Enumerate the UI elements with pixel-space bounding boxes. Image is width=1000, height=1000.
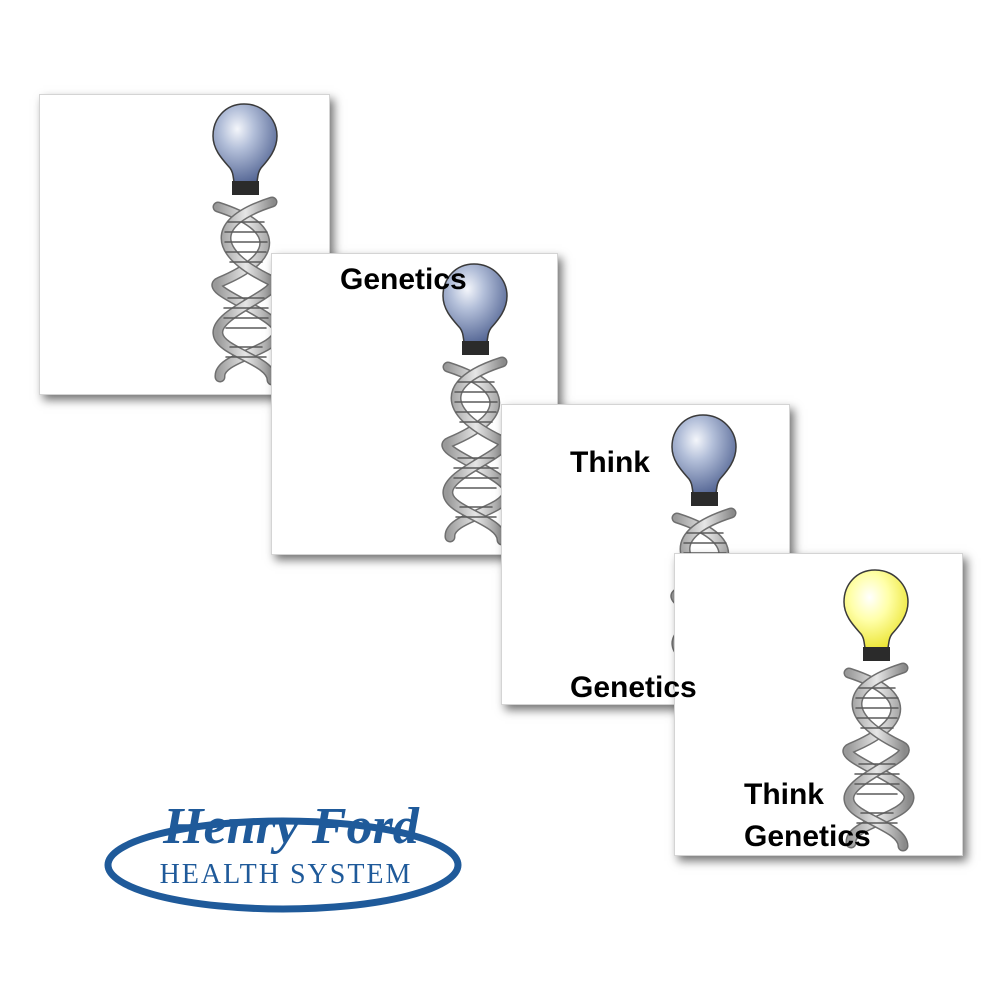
slide-card-4: Think Genetics <box>674 553 963 856</box>
dna-helix-icon <box>441 356 514 546</box>
lightbulb-icon <box>442 263 508 355</box>
lit-lightbulb-icon <box>843 569 909 661</box>
caption-genetics: Genetics <box>570 671 697 704</box>
logo-script-text: Henry Ford <box>162 798 420 855</box>
lightbulb-icon <box>212 103 278 195</box>
dna-helix-icon <box>211 196 284 386</box>
caption-think: Think <box>744 778 824 811</box>
bulb-dna-1 <box>211 103 284 386</box>
caption-genetics: Genetics <box>744 820 871 853</box>
dna-helix-icon <box>842 662 915 852</box>
bulb-dna-2 <box>441 263 514 546</box>
bulb-dna-4 <box>842 569 915 852</box>
caption-genetics: Genetics <box>340 263 467 296</box>
logo-health-system-text: HEALTH SYSTEM <box>160 859 413 890</box>
slide-card-3: Think Genetics <box>501 404 790 705</box>
caption-think: Think <box>570 446 650 479</box>
lightbulb-icon <box>671 414 737 506</box>
henry-ford-logo: Henry Ford HEALTH SYSTEM <box>104 798 462 913</box>
slide-card-1 <box>39 94 330 395</box>
